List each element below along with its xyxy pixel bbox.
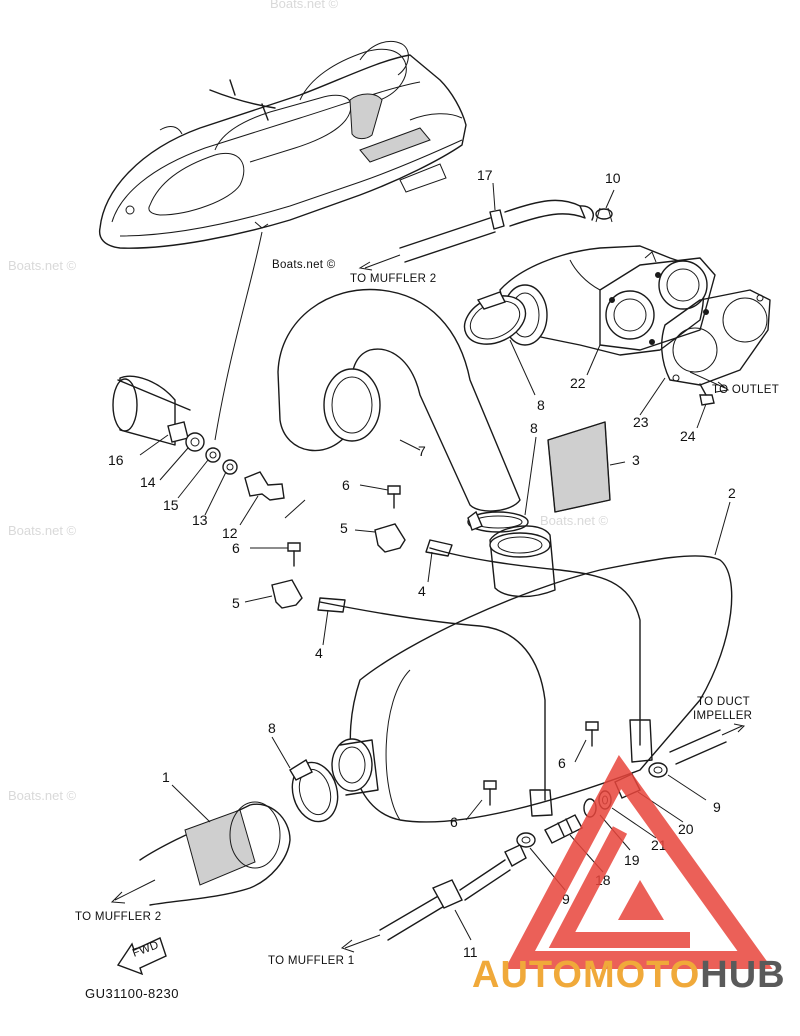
callout-3: 3	[632, 452, 640, 468]
callout-2: 2	[728, 485, 736, 501]
callout-20: 20	[678, 821, 694, 837]
bracket-5-lower	[271, 579, 303, 609]
callout-14: 14	[140, 474, 156, 490]
callout-16: 16	[108, 452, 124, 468]
to-duct-arrow	[721, 723, 746, 736]
note-to-muffler1: TO MUFFLER 1	[268, 955, 354, 967]
rubber-joint-1	[139, 801, 291, 906]
brand-part2: HUB	[700, 954, 785, 996]
brand-part1: AUTOMOTO	[472, 954, 700, 996]
automotohub-logo: AUTOMOTOHUB	[472, 754, 786, 996]
muffler-2	[331, 525, 733, 823]
reference-code: GU31100-8230	[85, 986, 179, 1001]
watermark-2: Boats.net ©	[8, 523, 77, 538]
boats-net-label: Boats.net ©	[272, 259, 336, 271]
callout-5-a: 5	[340, 520, 348, 536]
callout-15: 15	[163, 497, 179, 513]
callout-13: 13	[192, 512, 208, 528]
callout-6-d: 6	[450, 814, 458, 830]
exhaust-manifold-22	[499, 245, 716, 356]
callout-9-lower: 9	[562, 891, 570, 907]
hose-11	[379, 844, 527, 941]
callout-11: 11	[463, 944, 478, 960]
note-to-muffler2-top: TO MUFFLER 2	[350, 273, 436, 285]
bolt-24	[699, 383, 715, 406]
to-muffler2-arrow-top	[358, 254, 401, 271]
small-parts-row	[167, 421, 285, 501]
heat-protector-3	[547, 421, 611, 513]
watermarks: Boats.net © Boats.net © Boats.net © Boat…	[8, 0, 609, 803]
clamp-9-upper	[648, 762, 668, 778]
callout-6-a: 6	[342, 477, 350, 493]
exhaust-pipe-7	[277, 288, 521, 512]
to-outlet-arrow	[689, 371, 730, 393]
watermark-5: Boats.net ©	[270, 0, 339, 11]
callout-24: 24	[680, 428, 696, 444]
watercraft-illustration	[98, 40, 467, 249]
fwd-arrow-icon: FWD	[116, 937, 167, 976]
brand-text: AUTOMOTOHUB	[472, 954, 786, 996]
hose-clamp-8-top	[463, 291, 527, 345]
callout-8-lower: 8	[268, 720, 276, 736]
watermark-1: Boats.net ©	[8, 258, 77, 273]
gasket-23	[661, 289, 771, 386]
callout-12: 12	[222, 525, 238, 541]
callout-7: 7	[418, 443, 426, 459]
hose-assembly-17	[399, 199, 613, 263]
to-muffler1-arrow	[340, 934, 381, 953]
callout-4-a: 4	[418, 583, 426, 599]
hose-clamp-8-lower	[289, 758, 339, 823]
callout-6-c: 6	[558, 755, 566, 771]
muffler-band-4-upper	[425, 539, 653, 763]
note-to-duct-line2: IMPELLER	[693, 710, 752, 722]
bolt-6-group	[287, 485, 599, 806]
to-muffler2-arrow-bottom	[110, 879, 156, 904]
callout-8-middle: 8	[530, 420, 538, 436]
note-to-duct-line1: TO DUCT	[697, 696, 750, 708]
clamp-9-lower	[516, 832, 536, 848]
leader-craft	[214, 231, 263, 441]
hose-clamp-8-middle	[467, 510, 529, 533]
watermark-4: Boats.net ©	[540, 513, 609, 528]
triangle-logo-icon	[505, 754, 773, 969]
note-to-muffler2-bottom: TO MUFFLER 2	[75, 911, 161, 923]
callout-4-b: 4	[315, 645, 323, 661]
muffler-band-4-lower	[317, 597, 553, 817]
callout-22: 22	[570, 375, 586, 391]
hose-to-duct	[669, 729, 727, 765]
callout-6-b: 6	[232, 540, 240, 556]
callout-23: 23	[633, 414, 649, 430]
callout-9-upper: 9	[713, 799, 721, 815]
callout-17: 17	[477, 167, 493, 183]
bracket-5-upper	[374, 523, 406, 553]
callout-8-top: 8	[537, 397, 545, 413]
callout-1: 1	[162, 769, 170, 785]
callout-10: 10	[605, 170, 621, 186]
callout-19: 19	[624, 852, 640, 868]
callout-5-b: 5	[232, 595, 240, 611]
note-to-outlet: TO OUTLET	[712, 384, 779, 396]
watermark-3: Boats.net ©	[8, 788, 77, 803]
